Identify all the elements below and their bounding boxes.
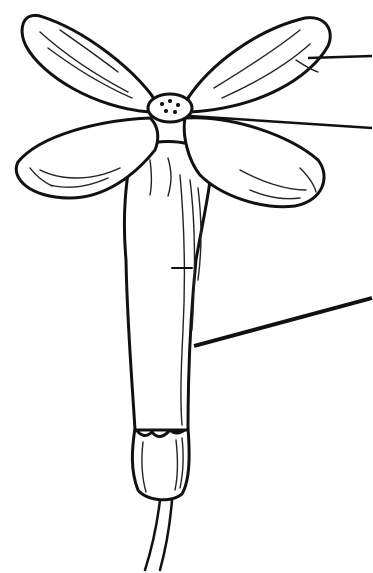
- petal-top-left: [22, 15, 155, 112]
- petal-top-right: [188, 18, 330, 112]
- pedicel: [145, 500, 172, 570]
- calyx: [132, 428, 189, 500]
- pointer-line-tube: [194, 298, 372, 346]
- corolla-center: [148, 94, 192, 122]
- corolla-tube: [124, 142, 212, 430]
